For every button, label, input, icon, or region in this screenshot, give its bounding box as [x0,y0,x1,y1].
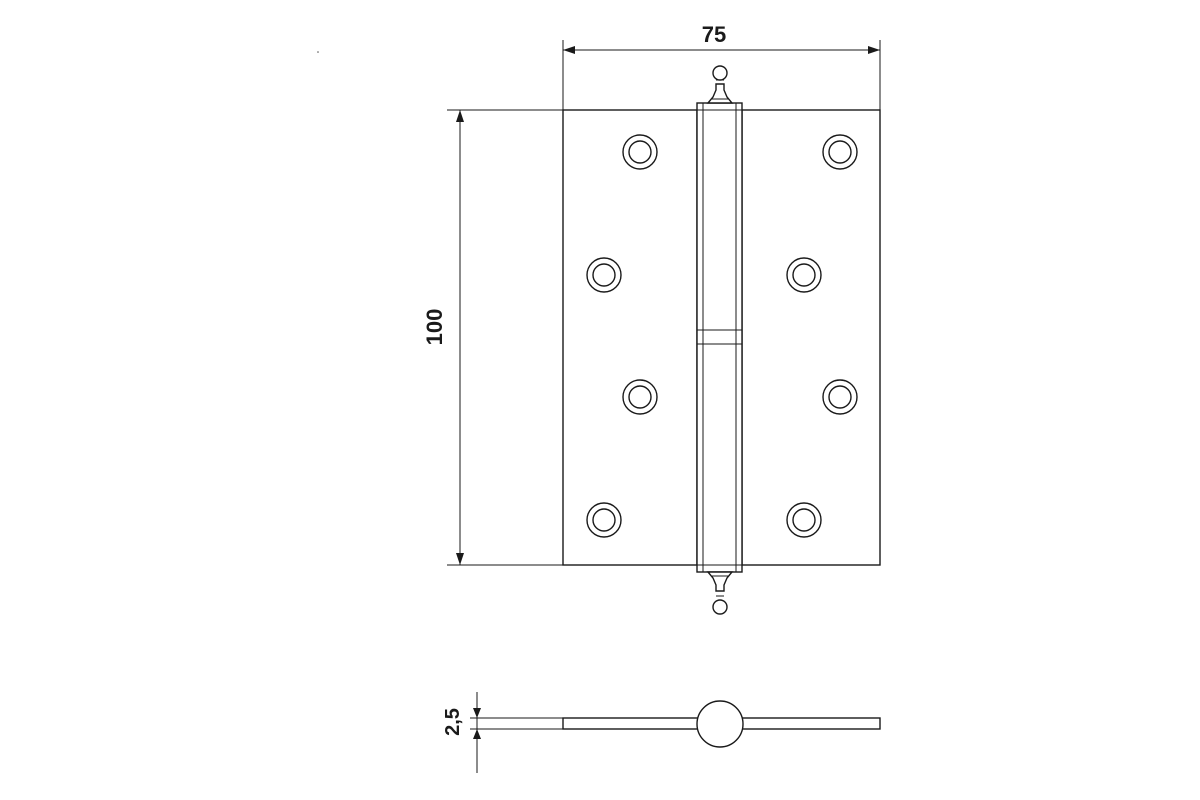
screw-hole [622,134,658,170]
left-leaf [562,109,698,566]
screw-hole [622,379,658,415]
bottom-finial [706,571,734,615]
right-leaf [741,109,881,566]
side-barrel [696,700,744,748]
hinge-barrel [696,102,743,573]
arrowhead [473,729,481,739]
thickness-dimension: 2,5 [442,692,563,773]
stray-dot [317,51,319,53]
height-dimension: 100 [422,109,563,566]
width-dimension-label: 75 [702,22,726,47]
arrowhead [868,46,880,54]
hinge-side-view [562,700,881,748]
screw-hole [586,502,622,538]
side-leaf-right [737,717,881,730]
arrowhead [456,553,464,565]
top-finial [706,65,734,104]
thickness-dimension-label: 2,5 [442,708,464,736]
arrowhead [473,708,481,718]
arrowhead [563,46,575,54]
arrowhead [456,110,464,122]
screw-holes-left [586,134,658,538]
hinge-front-view [562,65,881,615]
screw-hole [586,257,622,293]
screw-hole [822,379,858,415]
screw-holes-right [786,134,858,538]
screw-hole [786,257,822,293]
screw-hole [822,134,858,170]
height-dimension-label: 100 [422,309,447,346]
width-dimension: 75 [562,22,881,110]
side-leaf-left [562,717,704,730]
screw-hole [786,502,822,538]
